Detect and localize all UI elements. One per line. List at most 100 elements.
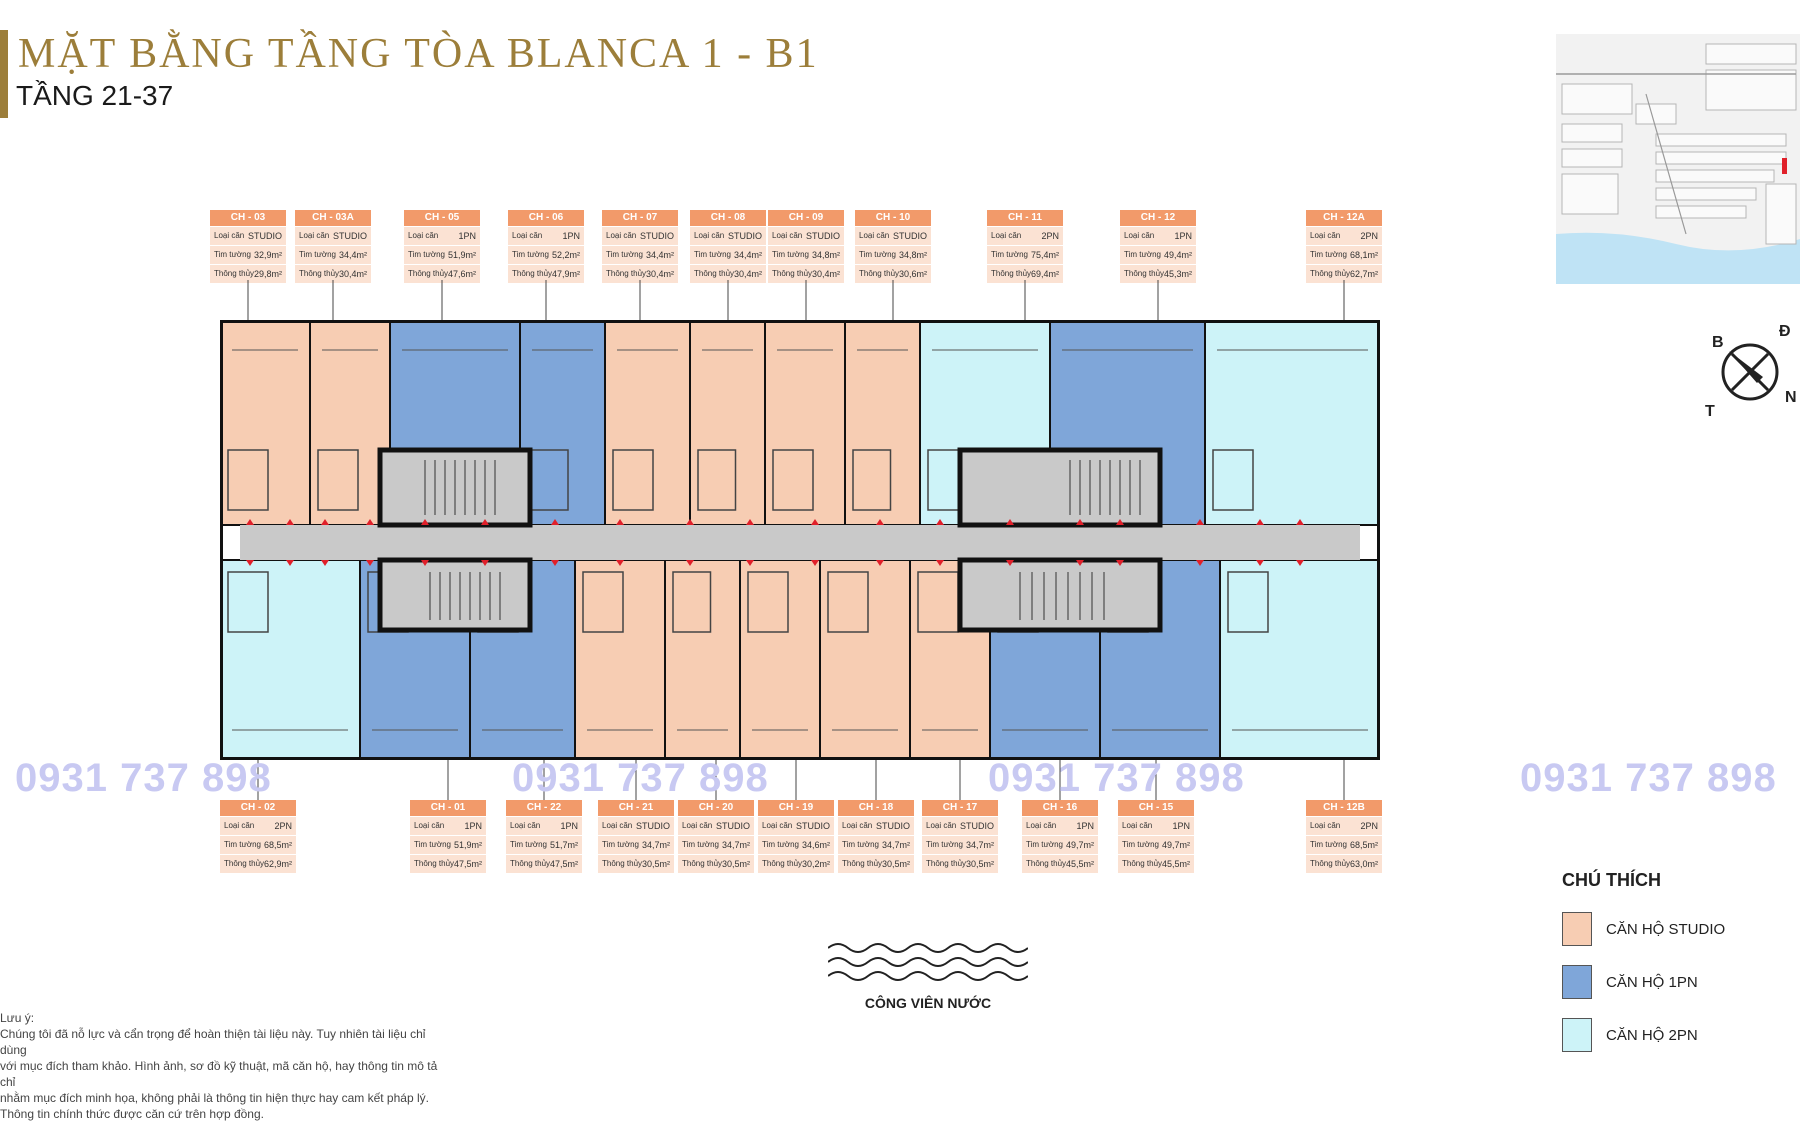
- row-label: Tim tường: [224, 840, 261, 849]
- compass-b: B: [1712, 334, 1724, 351]
- plan-unit-bottom: [1219, 559, 1380, 760]
- plan-entry-marker: [321, 560, 329, 566]
- plan-entry-marker: [1256, 519, 1264, 525]
- row-label: Thông thủy: [512, 269, 553, 278]
- unit-gross-area: 51,9m²: [453, 840, 482, 850]
- row-label: Tim tường: [510, 840, 547, 849]
- unit-type: 2PN: [1041, 231, 1059, 241]
- row-label: Thông thủy: [510, 859, 551, 868]
- row-label: Loại căn: [926, 821, 957, 830]
- compass-icon: [1721, 343, 1779, 401]
- row-label: Thông thủy: [682, 859, 723, 868]
- row-label: Loại căn: [842, 821, 873, 830]
- row-label: Loại căn: [682, 821, 713, 830]
- row-label: Tim tường: [512, 250, 549, 259]
- unit-type: STUDIO: [247, 231, 282, 241]
- row-label: Thông thủy: [859, 269, 900, 278]
- row-label: Thông thủy: [1310, 269, 1351, 278]
- unit-id: CH - 06: [508, 210, 584, 226]
- unit-net-area: 45,3m²: [1164, 269, 1193, 279]
- row-label: Tim tường: [926, 840, 963, 849]
- row-label: Tim tường: [682, 840, 719, 849]
- row-label: Tim tường: [694, 250, 731, 259]
- row-label: Tim tường: [606, 250, 643, 259]
- unit-id: CH - 10: [855, 210, 931, 226]
- row-label: Thông thủy: [1124, 269, 1165, 278]
- row-label: Tim tường: [772, 250, 809, 259]
- unit-net-area: 30,6m²: [899, 269, 928, 279]
- unit-type: STUDIO: [639, 231, 674, 241]
- plan-unit-top: [604, 320, 691, 526]
- plan-entry-marker: [286, 560, 294, 566]
- row-label: Loại căn: [224, 821, 255, 830]
- legend-item-studio: CĂN HỘ STUDIO: [1562, 912, 1725, 946]
- unit-type: STUDIO: [805, 231, 840, 241]
- row-label: Loại căn: [510, 821, 541, 830]
- row-label: Loại căn: [414, 821, 445, 830]
- floor-plan: [220, 320, 1380, 760]
- plan-bathroom: [317, 449, 359, 511]
- plan-bathroom: [1212, 449, 1254, 511]
- water-park-waves-icon: [828, 943, 1028, 981]
- row-label: Loại căn: [694, 231, 725, 240]
- plan-unit-top: [689, 320, 766, 526]
- plan-entry-marker: [1006, 560, 1014, 566]
- unit-gross-area: 34,4m²: [338, 250, 367, 260]
- unit-net-area: 29,8m²: [254, 269, 283, 279]
- building-location-marker: [1782, 158, 1787, 174]
- plan-bathroom: [227, 449, 269, 511]
- unit-net-area: 30,5m²: [966, 859, 995, 869]
- note-line: Chúng tôi đã nỗ lực và cẩn trọng để hoàn…: [0, 1027, 426, 1057]
- row-label: Loại căn: [859, 231, 890, 240]
- row-label: Thông thủy: [1026, 859, 1067, 868]
- compass-d: Đ: [1779, 323, 1791, 340]
- row-label: Loại căn: [214, 231, 245, 240]
- plan-core-left-bottom: [377, 557, 533, 633]
- row-label: Thông thủy: [842, 859, 883, 868]
- row-label: Thông thủy: [606, 269, 647, 278]
- unit-net-area: 45,5m²: [1066, 859, 1095, 869]
- unit-gross-area: 49,7m²: [1065, 840, 1094, 850]
- plan-entry-marker: [246, 560, 254, 566]
- unit-type: 1PN: [1076, 821, 1094, 831]
- note-line: Thông tin chính thức được căn cứ trên hợ…: [0, 1107, 264, 1121]
- plan-entry-marker: [366, 519, 374, 525]
- unit-net-area: 30,5m²: [882, 859, 911, 869]
- plan-corridor: [240, 525, 1360, 560]
- plan-entry-marker: [746, 519, 754, 525]
- plan-entry-marker: [616, 519, 624, 525]
- row-label: Tim tường: [408, 250, 445, 259]
- row-label: Loại căn: [299, 231, 330, 240]
- unit-type: STUDIO: [715, 821, 750, 831]
- row-label: Tim tường: [1122, 840, 1159, 849]
- plan-entry-marker: [1076, 519, 1084, 525]
- row-label: Thông thủy: [694, 269, 735, 278]
- water-park-label: CÔNG VIÊN NƯỚC: [864, 995, 992, 1011]
